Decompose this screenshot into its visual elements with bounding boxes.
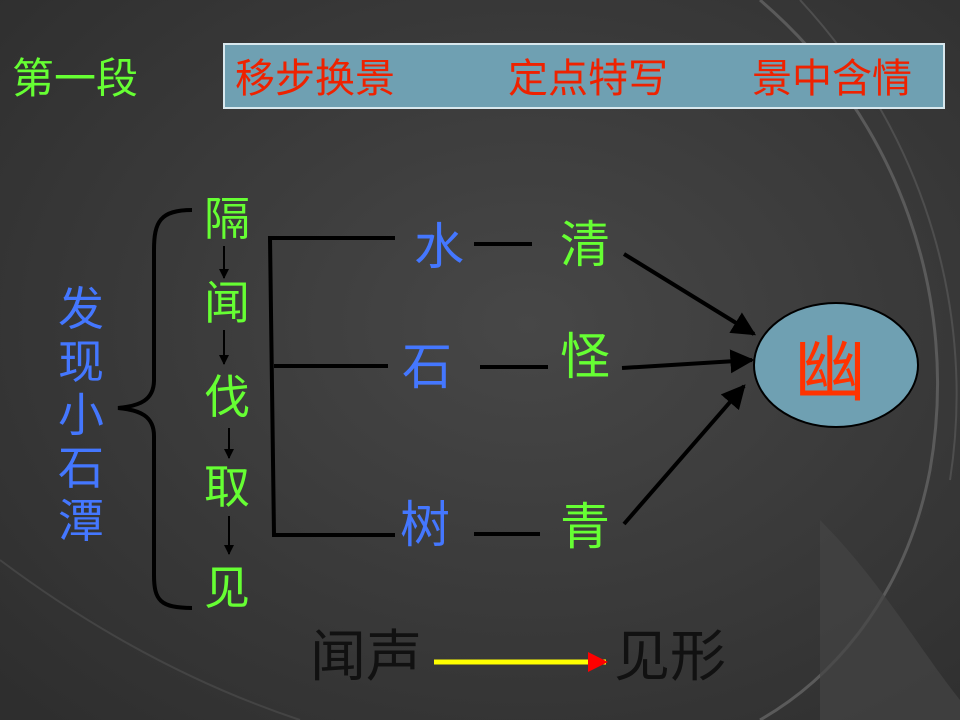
sequence-item-4: 取 xyxy=(204,460,250,514)
connector-bracket xyxy=(267,236,395,537)
arrow-strange xyxy=(621,349,755,374)
object-water: 水 xyxy=(414,218,464,276)
vertical-title-char-1: 发 xyxy=(58,282,104,336)
sequence-item-3: 伐 xyxy=(204,370,250,424)
banner-item-3: 景中含情 xyxy=(752,56,912,102)
sequence-item-2: 闻 xyxy=(204,276,250,330)
arrow-green xyxy=(622,384,746,526)
banner-item-2: 定点特写 xyxy=(508,56,668,102)
bottom-left-text: 闻声 xyxy=(310,625,422,690)
section-label: 第一段 xyxy=(12,54,139,103)
quality-green: 青 xyxy=(560,498,610,556)
bottom-right-text: 见形 xyxy=(614,625,726,690)
center-concept: 幽 xyxy=(794,328,867,412)
banner: 移步换景 定点特写 景中含情 xyxy=(223,43,945,109)
vertical-title-char-2: 现 xyxy=(58,335,104,389)
center-ellipse xyxy=(753,302,919,428)
arrow-clear xyxy=(622,252,757,336)
quality-clear: 清 xyxy=(560,216,610,274)
object-tree: 树 xyxy=(400,496,450,554)
sequence-item-1: 隔 xyxy=(204,192,250,246)
brace xyxy=(117,208,193,610)
vertical-title-char-5: 潭 xyxy=(58,494,104,548)
vertical-title-char-4: 石 xyxy=(58,441,104,495)
object-stone: 石 xyxy=(402,338,452,396)
vertical-title-char-3: 小 xyxy=(58,388,104,442)
quality-strange: 怪 xyxy=(560,328,610,386)
sequence-item-5: 见 xyxy=(204,561,250,615)
banner-item-1: 移步换景 xyxy=(235,56,395,102)
